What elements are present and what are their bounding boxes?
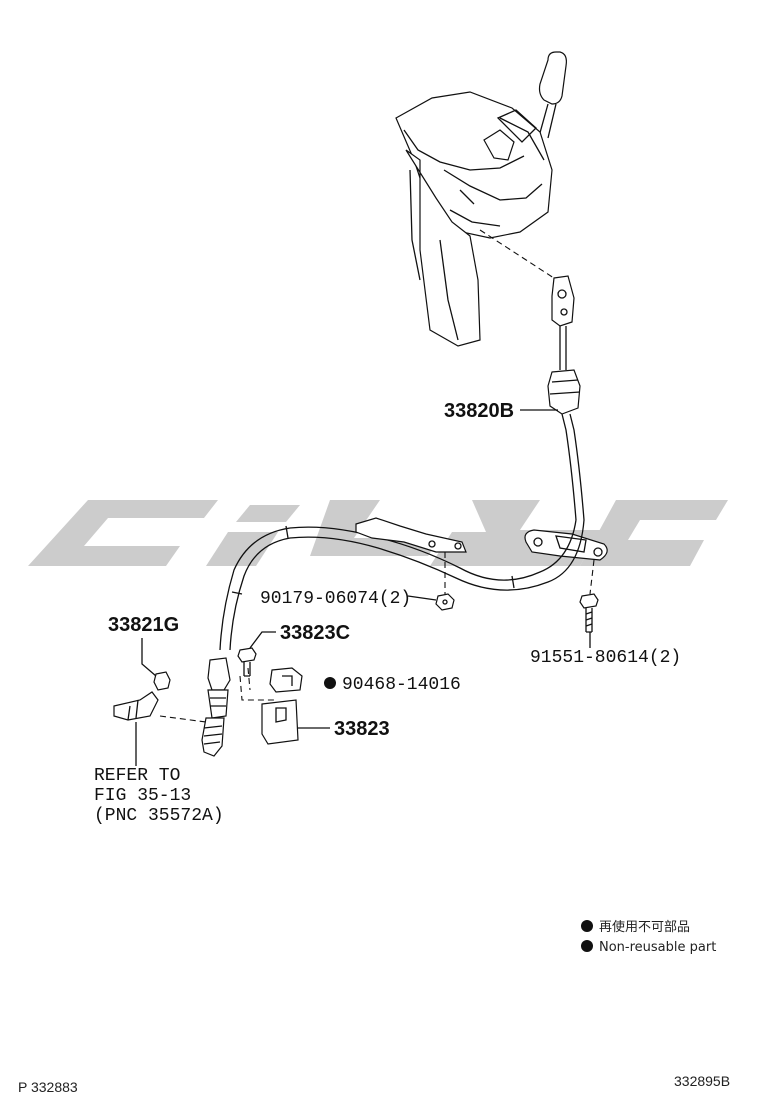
leader-90179 (407, 595, 437, 601)
bolt-33823c-icon (237, 647, 257, 677)
leader-33823c (249, 631, 276, 649)
footer-right: 332895B (674, 1073, 730, 1089)
legend-en: Non-reusable part (599, 940, 716, 955)
cable-upper-end (547, 275, 585, 521)
label-90179: 90179-06074(2) (260, 589, 411, 609)
clip-33821g-icon (113, 671, 171, 721)
cable-to-bolt-dash (239, 675, 276, 701)
cable-to-clip-dash (159, 715, 207, 723)
refer-line-1: REFER TO (94, 766, 180, 786)
shift-lever-assembly (395, 51, 567, 347)
cable-mount-bracket-middle (355, 517, 467, 553)
label-33823c: 33823C (280, 622, 350, 644)
nut-icon (435, 593, 455, 611)
label-33820b: 33820B (444, 400, 514, 422)
bracket-33823-icon (261, 699, 299, 745)
refer-line-3: (PNC 35572A) (94, 806, 224, 826)
label-33821g: 33821G (108, 614, 179, 636)
lever-to-cable-dash (479, 229, 561, 283)
leader-33821g (141, 638, 157, 677)
legend-jp: 再使用不可部品 (599, 919, 690, 935)
bolt-right-icon (579, 593, 599, 633)
cable-mount-plate-right (524, 529, 608, 561)
legend-dot-en (581, 940, 593, 952)
legend-dot-jp (581, 920, 593, 932)
non-reusable-dot (324, 677, 336, 689)
refer-line-2: FIG 35-13 (94, 786, 191, 806)
footer-left: P 332883 (18, 1079, 78, 1095)
clip-90468-icon (269, 667, 303, 693)
label-90468: 90468-14016 (342, 675, 461, 695)
plate-to-bolt-dash (589, 559, 595, 595)
cable-lower-end (201, 657, 231, 757)
label-91551: 91551-80614(2) (530, 648, 681, 668)
control-cable (219, 519, 585, 651)
label-33823: 33823 (334, 718, 390, 740)
bolt-to-bracket-dash (247, 667, 251, 691)
